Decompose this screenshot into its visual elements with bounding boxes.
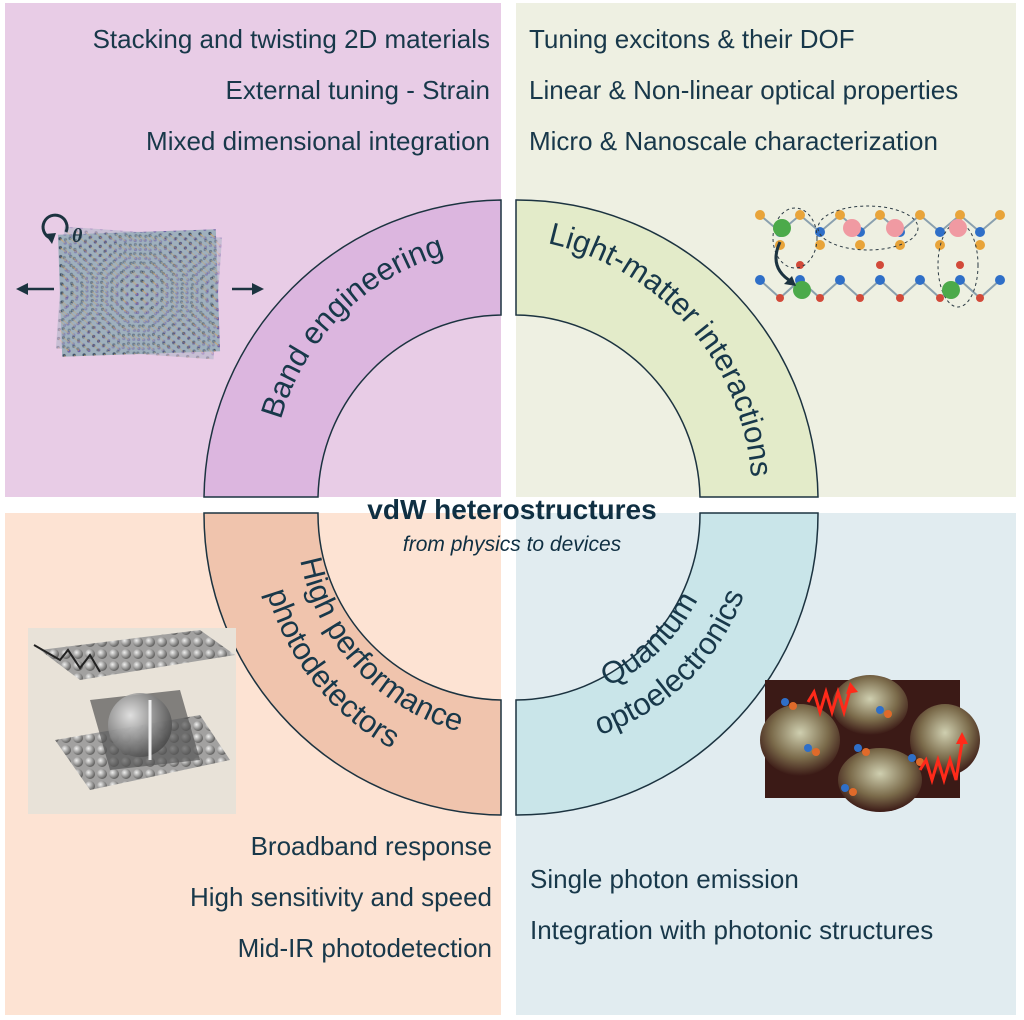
- right-arrow-icon: [232, 283, 264, 295]
- bullet-item: Mixed dimensional integration: [146, 126, 490, 156]
- transfer-arrow-icon: [774, 241, 793, 284]
- bullet-item: External tuning - Strain: [225, 75, 490, 105]
- center-subtitle: from physics to devices: [402, 533, 622, 556]
- electron-icon: [843, 219, 861, 237]
- bullet-item: Linear & Non-linear optical properties: [529, 75, 959, 105]
- quantum-optoelectronics-arc: [515, 512, 819, 816]
- photon-wave-icon: [806, 686, 852, 718]
- hole-icon: [773, 219, 791, 237]
- band-engineering-bullets: Stacking and twisting 2D materials Exter…: [93, 14, 490, 167]
- emitter-dots: [781, 698, 924, 796]
- exciton-bilayer-figure: [755, 205, 1005, 308]
- theta-label: θ: [72, 225, 83, 247]
- rotation-arrow-icon: [41, 213, 69, 244]
- light-matter-bullets: Tuning excitons & their DOF Linear & Non…: [529, 14, 958, 167]
- bullet-item: Integration with photonic structures: [530, 915, 934, 945]
- quantum-emitter-figure: [760, 675, 980, 812]
- light-matter-arc: [515, 199, 819, 498]
- bullet-item: Broadband response: [250, 831, 492, 861]
- center-title: vdW heterostructures: [367, 494, 657, 525]
- bullet-item: Stacking and twisting 2D materials: [92, 24, 490, 54]
- bullet-item: Mid-IR photodetection: [237, 933, 492, 963]
- band-engineering-arc: [203, 199, 502, 498]
- left-arrow-icon: [16, 283, 54, 295]
- photodetectors-bullets: Broadband response High sensitivity and …: [190, 821, 492, 974]
- twisted-lattice-figure: θ: [16, 213, 264, 360]
- bullet-item: High sensitivity and speed: [189, 882, 492, 912]
- photodetector-figure: [28, 628, 236, 814]
- bullet-item: Micro & Nanoscale characterization: [529, 126, 938, 156]
- bullet-item: Single photon emission: [530, 864, 799, 894]
- bullet-item: Tuning excitons & their DOF: [529, 24, 855, 54]
- light-ray-icon: [33, 644, 101, 673]
- quantum-optoelectronics-bullets: Single photon emission Integration with …: [530, 854, 933, 956]
